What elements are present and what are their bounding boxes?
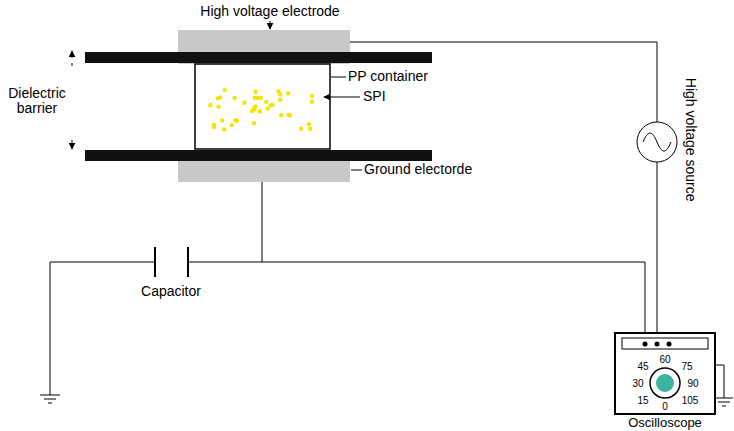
electrode-label: Ground electorde (364, 162, 472, 177)
pp-container (195, 64, 330, 149)
source-label: High voltage source (682, 78, 697, 202)
dial-number: 0 (662, 401, 668, 412)
dielectric-barrier (85, 150, 432, 161)
spi-particles (208, 88, 314, 132)
dial-number: 105 (682, 395, 699, 406)
dial-number: 75 (681, 361, 692, 372)
electrode-label: High voltage electrode (200, 4, 339, 19)
oscilloscope-symbol (615, 333, 715, 414)
capacitor-symbol (155, 247, 188, 277)
capacitor-label: Capacitor (141, 284, 201, 299)
leader-lines (72, 21, 362, 170)
barrier-label: Dielectric barrier (4, 86, 70, 117)
dial-number: 45 (637, 361, 648, 372)
dielectric-barrier (85, 52, 432, 63)
container-label: PP container (348, 69, 428, 84)
dial-number: 90 (687, 378, 698, 389)
wires (50, 42, 724, 398)
dial-number: 30 (632, 378, 643, 389)
dial-number: 15 (637, 395, 648, 406)
dial-number: 60 (659, 354, 670, 365)
ac-source-symbol (637, 122, 677, 162)
instrument-label: Oscilloscope (628, 416, 702, 430)
sample-label: SPI (363, 89, 386, 104)
